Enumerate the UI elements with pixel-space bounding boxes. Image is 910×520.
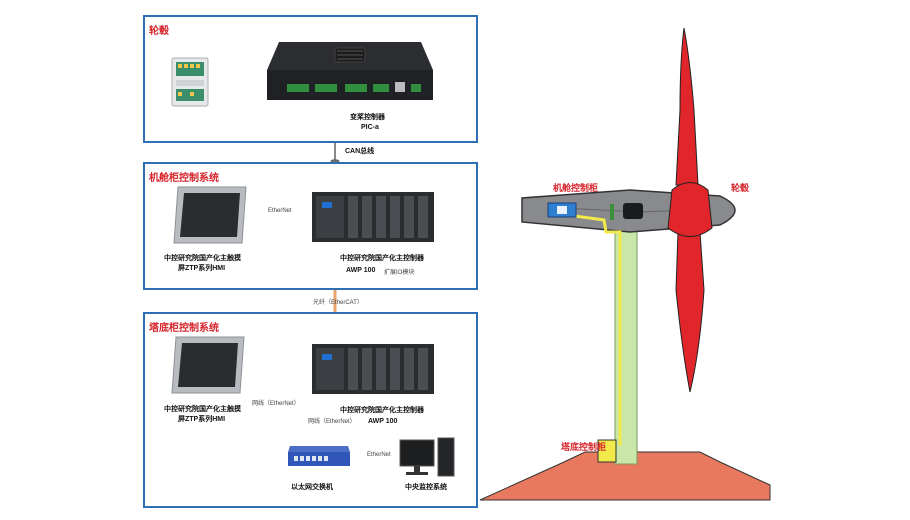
fiber-label: 光纤（EtherCAT）	[313, 300, 363, 306]
tower-plc-model: AWP 100	[368, 418, 398, 425]
pitch-controller-model: PIC-a	[361, 124, 379, 131]
ethernet-switch-device	[286, 444, 352, 468]
tower-plc-label-1: 中控研究院国产化主控制器	[340, 407, 424, 414]
nacelle-cabinet-label: 机舱控制柜	[553, 183, 599, 193]
nacelle-hmi-device	[172, 185, 248, 245]
nacelle-plc-label-1: 中控研究院国产化主控制器	[340, 255, 424, 262]
monitor-link-label: EtherNet	[367, 452, 391, 458]
nacelle-plc-model: AWP 100	[346, 267, 376, 274]
tower-cabinet-label: 塔底控制柜	[561, 442, 607, 452]
hub-label: 轮毂	[731, 183, 750, 193]
monitor-label: 中央监控系统	[405, 484, 447, 491]
switch-label: 以太网交换机	[291, 484, 333, 491]
tower-plc-net-label: 网线（EtherNet）	[308, 419, 356, 425]
nacelle-plc-extra: 扩展IO模块	[384, 270, 415, 276]
pitch-controller-name: 变桨控制器	[350, 114, 385, 121]
nacelle-section-title: 机舱柜控制系统	[149, 173, 219, 184]
tower-hmi-device	[170, 335, 246, 395]
nacelle-plc-device	[312, 188, 434, 244]
nacelle-hmi-label-1: 中控研究院国产化主触摸	[164, 255, 241, 262]
pitch-controller-device	[265, 40, 435, 106]
tower-hmi-label-1: 中控研究院国产化主触摸	[164, 406, 241, 413]
tower-plc-device	[312, 340, 434, 396]
nacelle-hmi-label-2: 屏ZTP系列HMI	[178, 265, 226, 272]
nacelle-ethernet-label: EtherNet	[268, 208, 292, 214]
hub-section-title: 轮毂	[149, 26, 169, 37]
tower-section-title: 塔底柜控制系统	[149, 323, 219, 334]
tower-hmi-net-label: 网线（EtherNet）	[252, 401, 300, 407]
central-monitor-device	[398, 436, 458, 480]
can-bus-label: CAN总线	[345, 148, 375, 155]
pitch-io-module	[170, 56, 210, 108]
tower-hmi-label-2: 屏ZTP系列HMI	[178, 416, 226, 423]
